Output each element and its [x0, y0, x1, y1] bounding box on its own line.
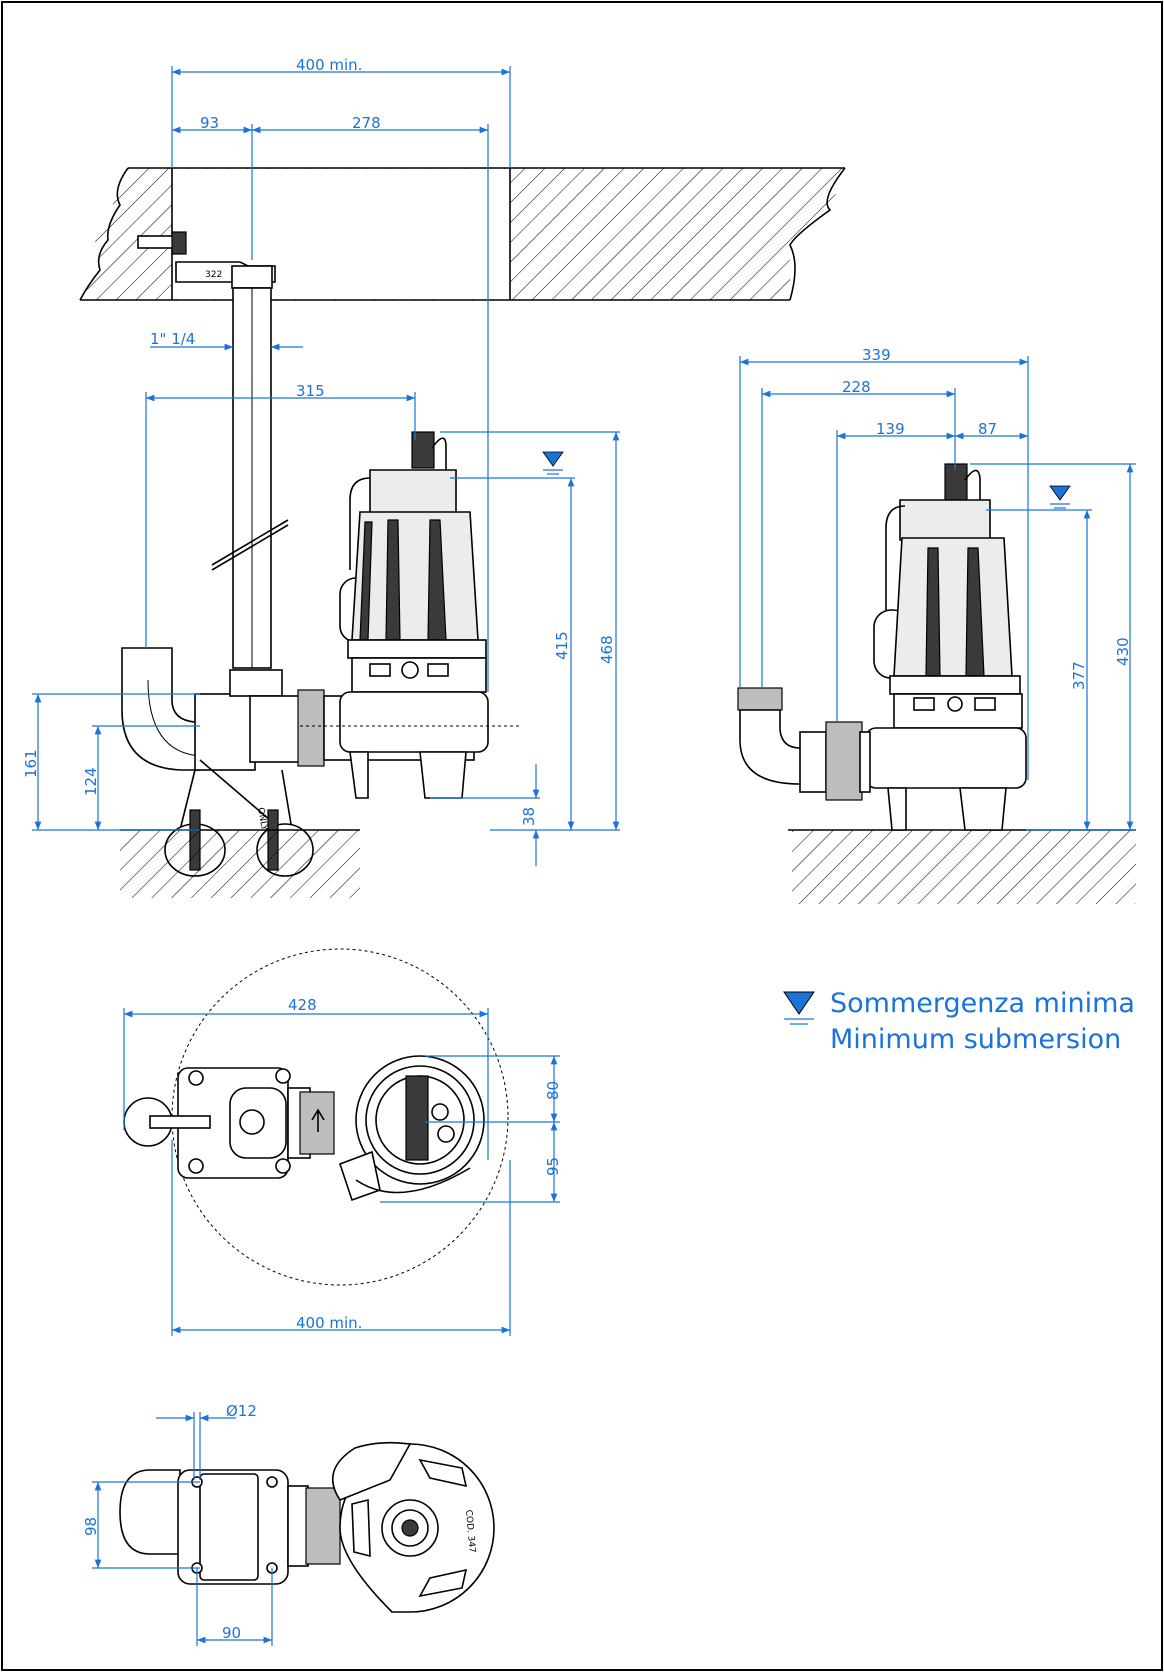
minimum-submersion-icon [783, 991, 815, 1015]
dim-side-315: 315 [296, 382, 325, 400]
dim-400-bottom: 400 min. [171, 1140, 511, 1336]
dim-right-377: 377 [1070, 661, 1088, 690]
base-code-label: COD. 347 [463, 1509, 477, 1553]
dim-right-339: 339 [862, 346, 891, 364]
dim-height-415: 415 [553, 631, 571, 660]
dim-228: 228 [761, 378, 956, 688]
dim-plan-bottom: 400 min. [296, 1314, 362, 1332]
dim-top-overall: 400 min. [296, 56, 362, 74]
dim-plan-95: 95 [544, 1157, 562, 1176]
dim-139-87: 139 87 [836, 420, 1028, 722]
dim-right-228: 228 [842, 378, 871, 396]
legend-line-english: Minimum submersion [830, 1024, 1121, 1055]
dim-top-left: 93 [200, 114, 219, 132]
dim-377-430: 377 430 [970, 463, 1136, 831]
dim-top-right: 278 [352, 114, 381, 132]
elevation-view-with-guide-rail: 322 ONLY [22, 56, 846, 898]
pump-side-view-left [300, 431, 520, 799]
dim-base-dia: Ø12 [226, 1402, 257, 1420]
dim-height-161: 161 [22, 749, 40, 778]
dim-right-430: 430 [1114, 637, 1132, 666]
dim-height-38: 38 [520, 807, 538, 826]
dim-height-468: 468 [598, 635, 616, 664]
dim-315: 315 [145, 382, 416, 648]
foot-code-label: ONLY [255, 807, 269, 832]
dim-pipe-size: 1" 1/4 [150, 330, 303, 351]
dim-base-98: 98 [82, 1517, 100, 1536]
dim-pipe-size-label: 1" 1/4 [150, 330, 195, 348]
dim-base-90: 90 [222, 1624, 241, 1642]
dim-90: 90 [196, 1568, 273, 1646]
dim-right-139: 139 [876, 420, 905, 438]
dim-98: 98 [82, 1481, 200, 1569]
elevation-view-free-standing: 339 228 139 87 377 430 [737, 346, 1136, 904]
dim-plan-428: 428 [288, 996, 317, 1014]
dim-right-87: 87 [978, 420, 997, 438]
dim-161-124: 161 124 [22, 693, 200, 831]
dim-80-95: 80 95 [380, 1055, 562, 1203]
dim-400-top: 400 min. [171, 56, 511, 168]
base-view: COD. 347 Ø12 98 90 [82, 1402, 495, 1646]
legend: Sommergenza minima Minimum submersion [783, 988, 1135, 1055]
dim-339: 339 [739, 346, 1029, 780]
dim-428: 428 [123, 996, 489, 1160]
pump-side-view-right [865, 463, 1027, 831]
dim-plan-80: 80 [544, 1081, 562, 1100]
dim-height-124: 124 [82, 767, 100, 796]
dim-diameter-12: Ø12 [156, 1402, 257, 1480]
dim-heights-left-pump: 415 468 [440, 431, 620, 831]
legend-line-italian: Sommergenza minima [830, 988, 1135, 1019]
dim-93-278: 93 278 [172, 114, 489, 692]
plan-view: 428 80 95 400 min. [123, 948, 562, 1336]
bracket-code-label: 322 [205, 270, 222, 280]
dim-38: 38 [430, 764, 540, 866]
